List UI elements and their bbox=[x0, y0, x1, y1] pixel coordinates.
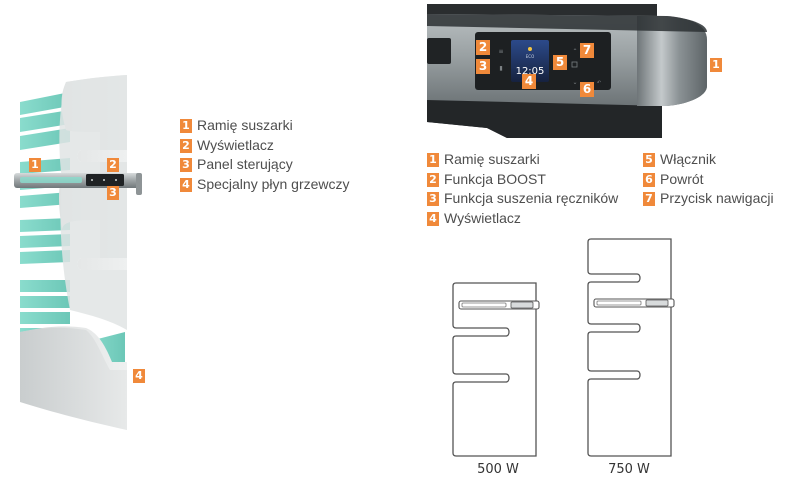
model-diagram-500w bbox=[452, 282, 540, 457]
legend-item: 2 Funkcja BOOST bbox=[427, 170, 618, 190]
display-screen bbox=[511, 40, 549, 82]
radiator-base bbox=[20, 327, 127, 430]
legend-label: Ramię suszarki bbox=[197, 117, 293, 133]
legend-item: 1 Ramię suszarki bbox=[427, 150, 618, 170]
legend-item: 3 Panel sterujący bbox=[180, 155, 350, 175]
legend-label: Przycisk nawigacji bbox=[660, 190, 774, 206]
boost-icon[interactable]: ≡ bbox=[498, 48, 503, 55]
legend-label: Specjalny płyn grzewczy bbox=[197, 175, 350, 192]
legend-number-badge: 2 bbox=[180, 138, 192, 153]
navigation-up-icon[interactable]: ⌃ bbox=[572, 48, 577, 55]
legend-number-badge: 3 bbox=[180, 158, 192, 172]
closeup-badge-4: 4 bbox=[522, 74, 536, 89]
legend-item: 4 Specjalny płyn grzewczy bbox=[180, 175, 350, 195]
navigation-down-icon[interactable]: ⌄ bbox=[572, 79, 577, 86]
radiator-outline bbox=[452, 282, 537, 457]
control-panel-outline bbox=[645, 299, 669, 307]
control-panel-outline bbox=[510, 301, 534, 309]
closeup-badge-7: 7 bbox=[580, 43, 594, 58]
legend-item: 3 Funkcja suszenia ręczników bbox=[427, 189, 618, 209]
legend-item: 2 Wyświetlacz bbox=[180, 136, 350, 156]
radiator-outline bbox=[587, 238, 672, 457]
legend-number-badge: 7 bbox=[643, 192, 655, 206]
closeup-badge-3: 3 bbox=[476, 59, 490, 74]
callout-badge-3: 3 bbox=[107, 186, 119, 200]
legend-number-badge: 2 bbox=[427, 172, 439, 187]
legend-item: 4 Wyświetlacz bbox=[427, 209, 618, 229]
sun-icon bbox=[528, 47, 532, 51]
legend-item: 5 Włącznik bbox=[643, 150, 774, 170]
model-diagram-750w bbox=[587, 238, 675, 457]
power-button-icon[interactable] bbox=[571, 61, 578, 68]
legend-number-badge: 3 bbox=[427, 192, 439, 206]
closeup-badge-6: 6 bbox=[580, 82, 594, 97]
legend-number-badge: 5 bbox=[643, 153, 655, 167]
left-legend: 1 Ramię suszarki 2 Wyświetlacz 3 Panel s… bbox=[180, 116, 350, 194]
legend-item: 1 Ramię suszarki bbox=[180, 116, 350, 136]
legend-label: Włącznik bbox=[660, 151, 717, 167]
model-label-500w: 500 W bbox=[477, 462, 519, 477]
towel-dry-icon[interactable]: ▮ bbox=[499, 65, 502, 72]
legend-item: 7 Przycisk nawigacji bbox=[643, 189, 774, 209]
radiator-illustration bbox=[14, 75, 142, 430]
legend-item: 6 Powrót bbox=[643, 170, 774, 190]
screen-mode-text: ECO bbox=[526, 54, 534, 59]
closeup-badge-5: 5 bbox=[553, 55, 567, 70]
closeup-legend-col1: 1 Ramię suszarki 2 Funkcja BOOST 3 Funkc… bbox=[427, 150, 618, 228]
legend-label: Wyświetlacz bbox=[197, 136, 274, 153]
closeup-badge-2: 2 bbox=[476, 40, 490, 55]
legend-label: Funkcja BOOST bbox=[444, 170, 546, 187]
model-label-750w: 750 W bbox=[608, 462, 650, 477]
legend-number-badge: 6 bbox=[643, 172, 655, 187]
legend-number-badge: 4 bbox=[427, 211, 439, 226]
legend-number-badge: 4 bbox=[180, 177, 192, 192]
closeup-legend-col2: 5 Włącznik 6 Powrót 7 Przycisk nawigacji bbox=[643, 150, 774, 209]
legend-label: Powrót bbox=[660, 170, 704, 187]
callout-badge-4: 4 bbox=[133, 369, 145, 383]
callout-badge-1: 1 bbox=[29, 158, 41, 172]
legend-label: Funkcja suszenia ręczników bbox=[444, 190, 619, 206]
drying-arm bbox=[14, 173, 142, 195]
control-panel-closeup: ECO 12:05 ≡ ▮ ⌃ ⌄ ↶ bbox=[427, 4, 707, 138]
screen-clock: 12:05 bbox=[516, 66, 545, 77]
legend-number-badge: 1 bbox=[427, 153, 439, 167]
back-icon[interactable]: ↶ bbox=[597, 80, 601, 86]
legend-label: Wyświetlacz bbox=[444, 209, 521, 226]
legend-number-badge: 1 bbox=[180, 119, 192, 133]
closeup-badge-1: 1 bbox=[710, 58, 722, 72]
legend-label: Ramię suszarki bbox=[444, 151, 540, 167]
legend-label: Panel sterujący bbox=[197, 156, 293, 172]
callout-badge-2: 2 bbox=[107, 158, 119, 172]
